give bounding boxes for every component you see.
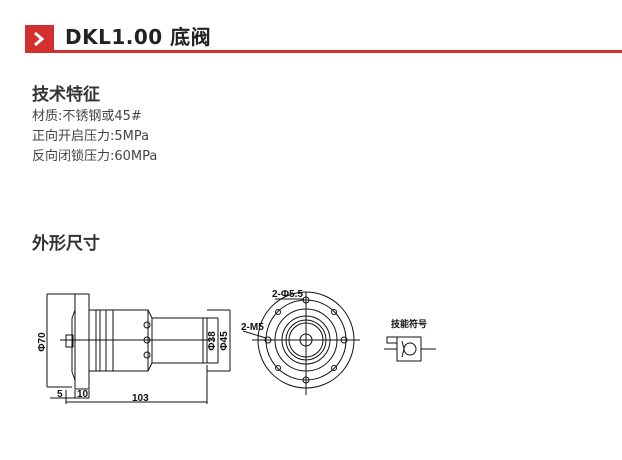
side-view [46, 293, 231, 404]
dim-5: 5 [57, 389, 63, 400]
dim-phi45: Φ45 [219, 331, 230, 351]
technical-drawing: Φ70 Φ38 Φ45 5 10 103 2-Φ5.5 2-M5 技能符号 [37, 289, 436, 404]
header-badge [25, 25, 54, 53]
spec-forward-pressure: 正向开启压力:5MPa [32, 129, 150, 144]
spec-material: 材质:不锈钢或45# [32, 109, 142, 124]
header-underline [54, 50, 622, 53]
dim-phi70: Φ70 [37, 332, 48, 352]
hydraulic-symbol [384, 336, 436, 362]
front-view [242, 291, 360, 395]
tech-features-title: 技术特征 [32, 85, 100, 105]
symbol-label: 技能符号 [391, 318, 427, 329]
label-thread: 2-M5 [241, 322, 264, 333]
dim-10: 10 [77, 389, 89, 400]
page-title: DKL1.00 底阀 [65, 25, 212, 49]
chevron-right-icon [34, 32, 45, 46]
page-header: DKL1.00 底阀 [25, 24, 622, 53]
spec-reverse-pressure: 反向闭锁压力:60MPa [32, 149, 158, 164]
label-holes: 2-Φ5.5 [272, 289, 303, 300]
dimensions-title: 外形尺寸 [32, 234, 100, 254]
dim-phi38: Φ38 [207, 331, 218, 351]
dim-103: 103 [132, 393, 149, 404]
